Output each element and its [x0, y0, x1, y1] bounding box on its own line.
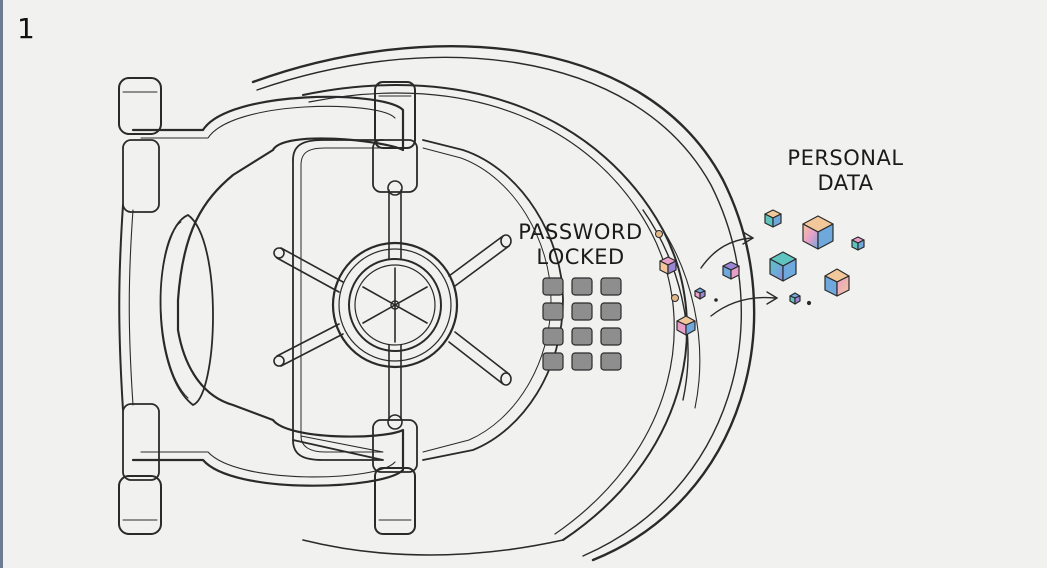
data-cube-icon [659, 209, 865, 336]
personal-data-line1: PERSONAL [787, 146, 904, 170]
password-locked-line1: PASSWORD [518, 220, 643, 244]
personal-data-line2: DATA [817, 171, 874, 195]
vault-wheel-icon [273, 180, 512, 430]
vault-door-icon [118, 45, 756, 562]
motion-arrows [700, 231, 779, 317]
password-locked-line2: LOCKED [536, 245, 625, 269]
slide-number: 1 [17, 12, 35, 45]
vault-illustration [118, 45, 865, 562]
door-rivets [655, 230, 679, 302]
personal-data-label: PERSONAL DATA [773, 146, 918, 196]
keypad-icon [542, 277, 622, 371]
password-locked-label: PASSWORD LOCKED [508, 220, 653, 270]
